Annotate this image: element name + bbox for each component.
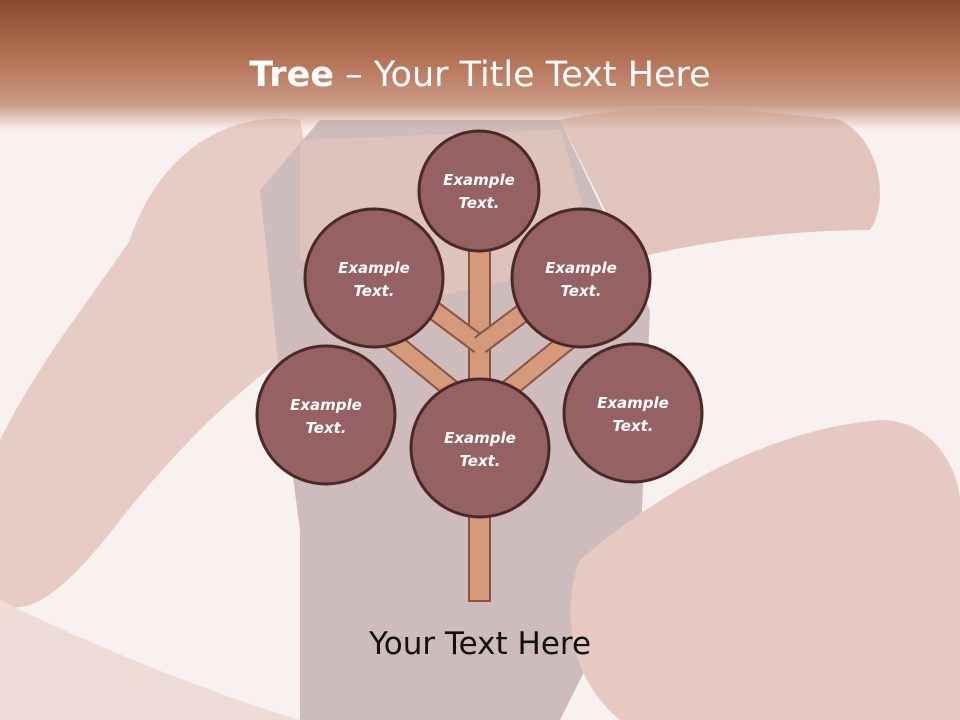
node-label-line1: Example [545,259,617,277]
node-label-line1: Example [597,394,669,412]
title-bold-word: Tree [249,55,335,95]
slide-title: Tree – Your Title Text Here [0,52,960,98]
title-banner [0,0,960,130]
node-label-line2: Text. [353,282,394,300]
node-label-line2: Text. [305,419,346,437]
tree-node-upper-right[interactable]: Example Text. [510,207,652,349]
tree-node-lower-left[interactable]: Example Text. [255,344,397,486]
node-label-line1: Example [338,259,410,277]
tree-node-lower-right[interactable]: Example Text. [562,342,704,484]
node-label-line2: Text. [612,417,653,435]
tree-node-top[interactable]: Example Text. [417,129,541,253]
node-label-line1: Example [443,171,515,189]
tree-node-upper-left[interactable]: Example Text. [303,207,445,349]
caption-text: Your Text Here [368,626,592,662]
title-dash: – [334,55,374,95]
node-label-line2: Text. [560,282,601,300]
title-text: Your Title Text Here [373,55,711,95]
node-label-line2: Text. [459,452,500,470]
node-label-line1: Example [290,396,362,414]
tree-node-center[interactable]: Example Text. [409,377,551,519]
node-label-line2: Text. [458,194,499,212]
node-label-line1: Example [444,429,516,447]
